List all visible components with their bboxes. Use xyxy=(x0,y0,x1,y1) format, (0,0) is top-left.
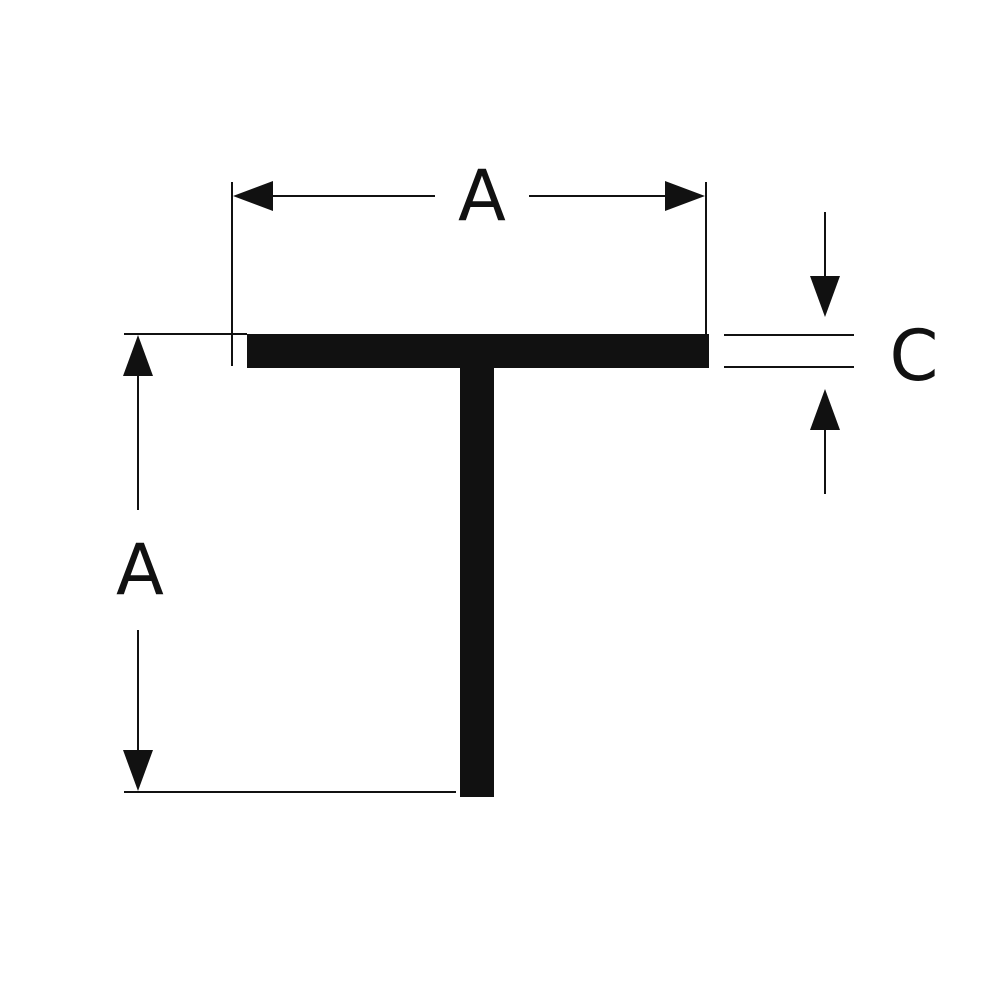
t-flange xyxy=(247,334,709,368)
t-profile-shape xyxy=(247,334,709,797)
dimension-thickness: C xyxy=(724,212,938,494)
arrow-down-thickness-icon xyxy=(810,276,840,317)
arrow-left-icon xyxy=(233,181,273,211)
label-thickness: C xyxy=(890,315,939,397)
label-flange-width: A xyxy=(458,155,506,237)
dimension-height: A xyxy=(116,333,456,793)
dimension-flange-width: A xyxy=(231,155,707,366)
label-height: A xyxy=(116,529,164,611)
arrow-up-icon xyxy=(123,335,153,376)
arrow-right-icon xyxy=(665,181,705,211)
t-stem xyxy=(460,368,494,797)
arrow-up-thickness-icon xyxy=(810,389,840,430)
arrow-down-icon xyxy=(123,750,153,791)
